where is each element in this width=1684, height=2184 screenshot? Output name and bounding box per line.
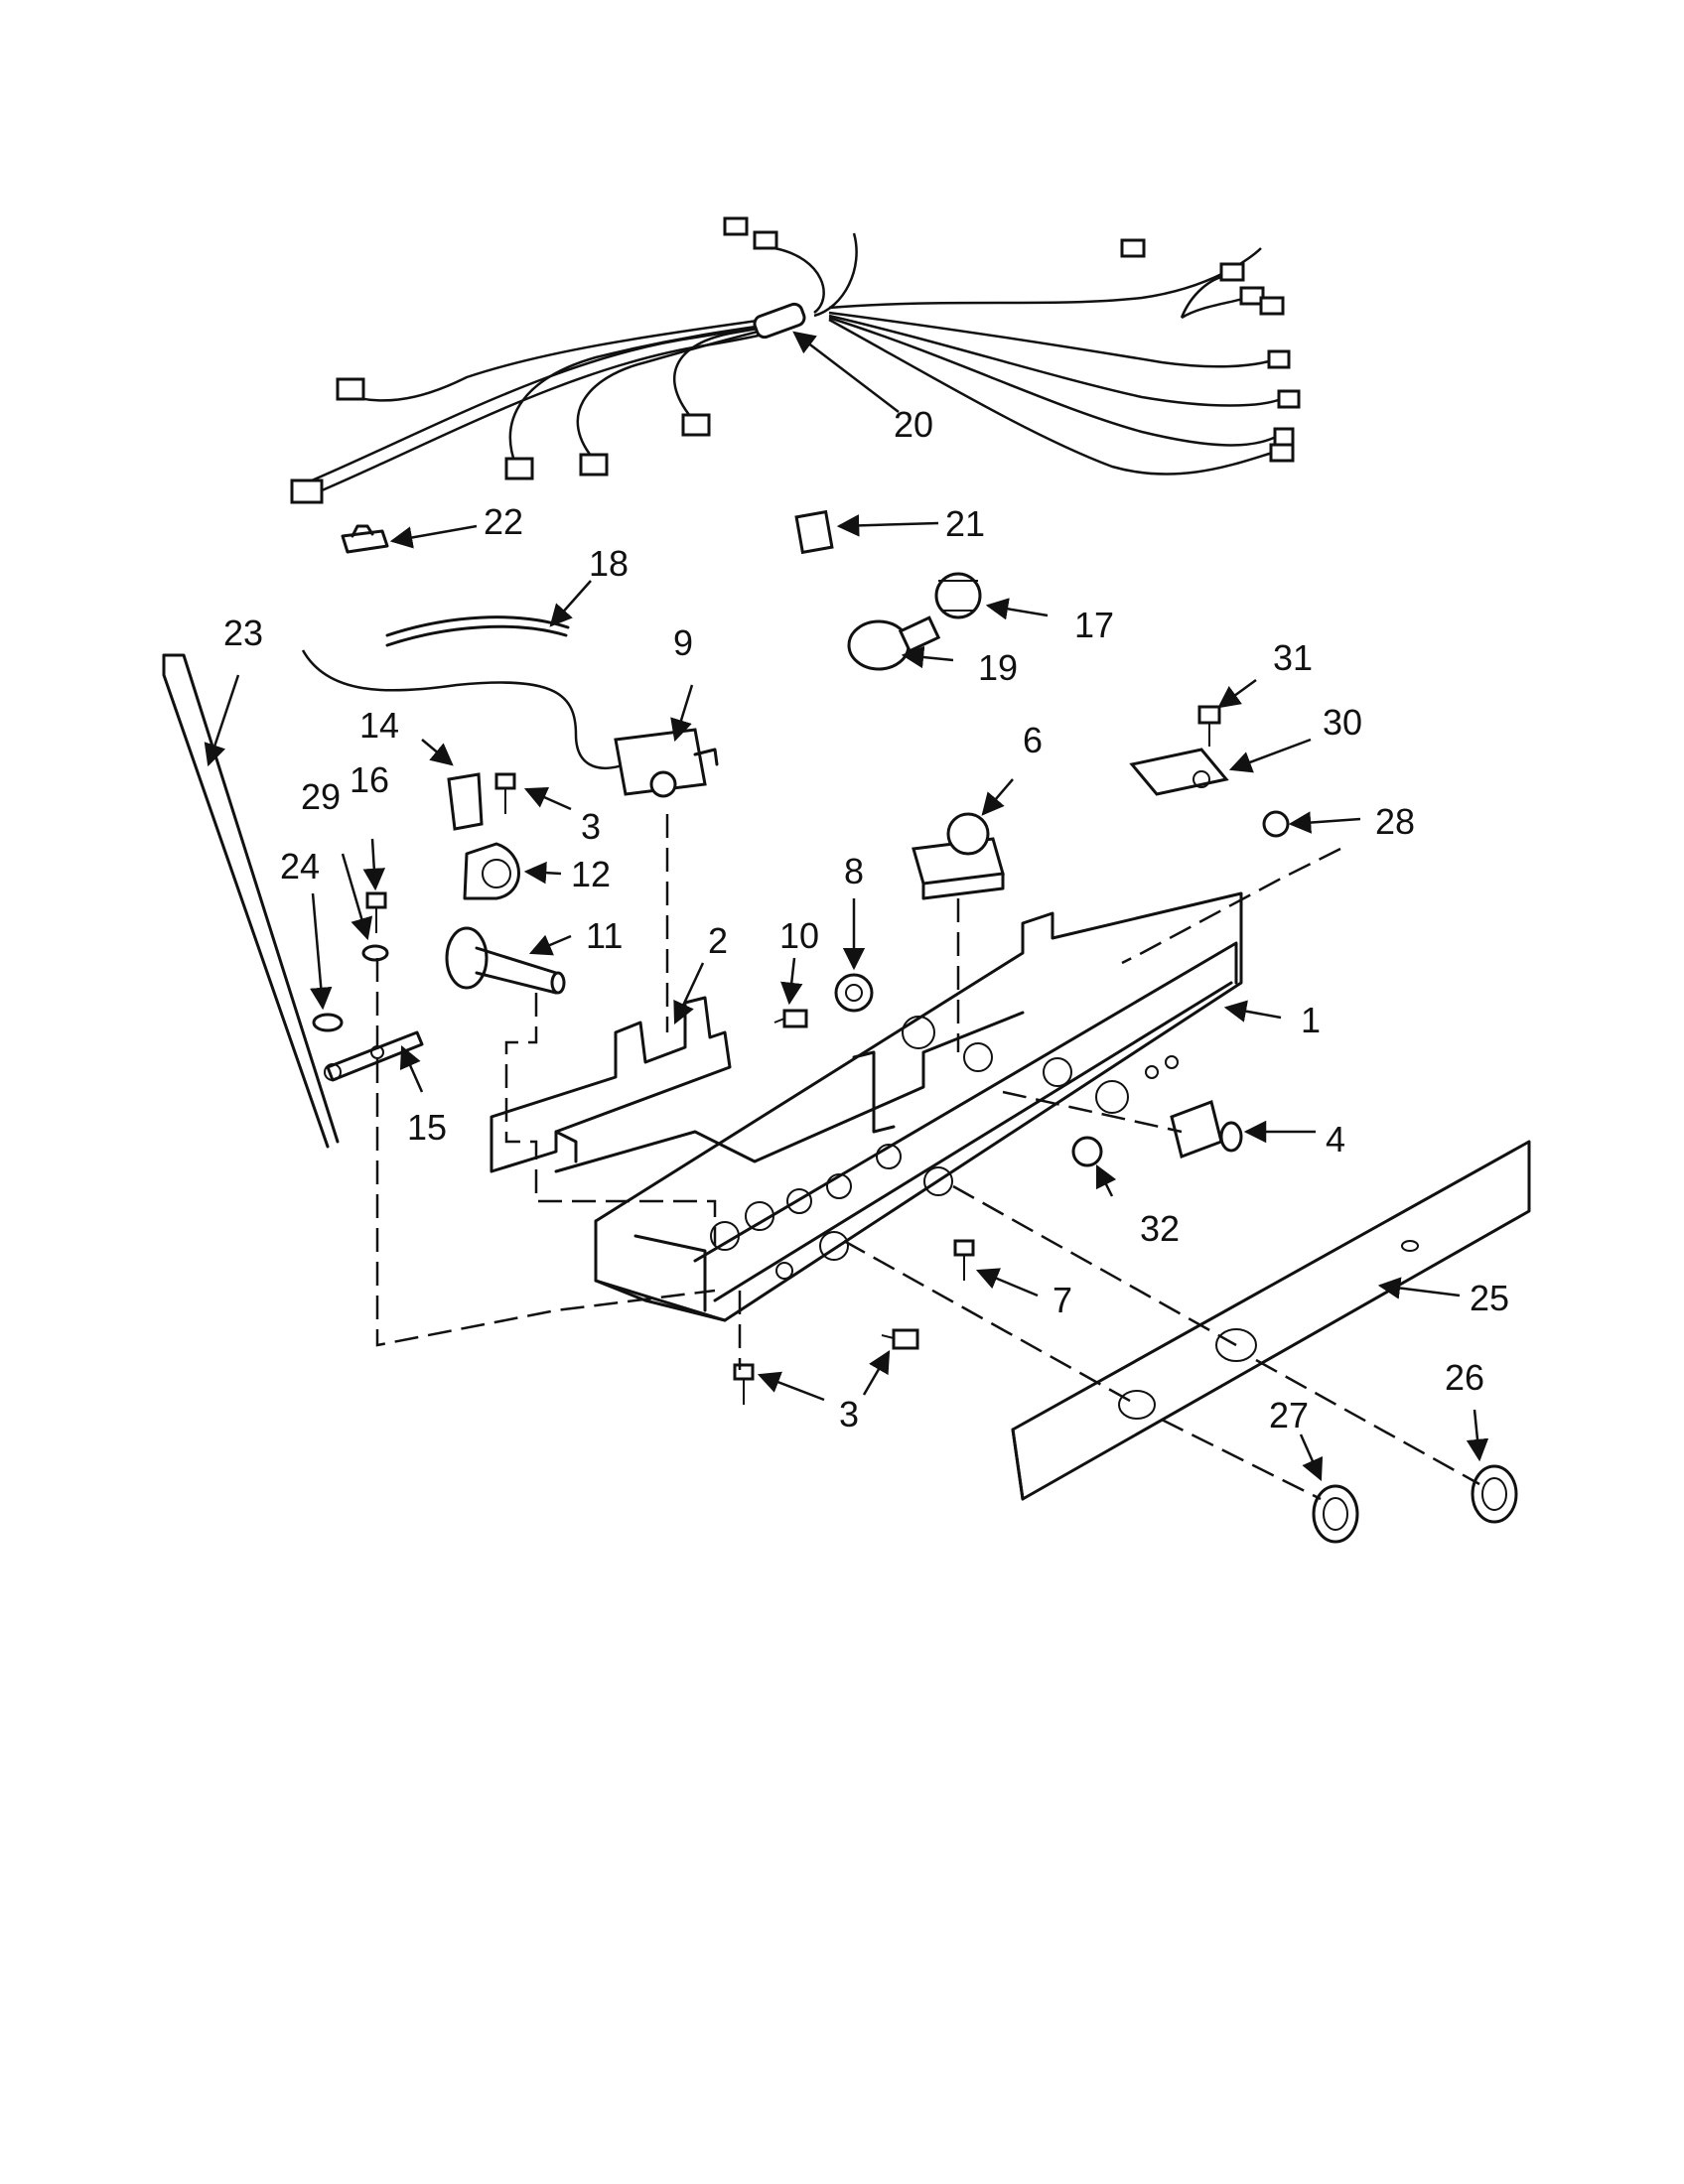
callout-16: 16 — [350, 759, 389, 800]
callout-2: 2 — [708, 920, 728, 961]
callout-20: 20 — [894, 404, 933, 445]
callout-21: 21 — [945, 503, 985, 544]
callout-24: 24 — [280, 846, 320, 887]
screw-7 — [953, 1239, 975, 1281]
washer-24 — [312, 1013, 344, 1032]
thermostat-9 — [301, 649, 719, 798]
callout-32: 32 — [1140, 1208, 1180, 1249]
callout-9: 9 — [673, 622, 693, 663]
leader-arrows — [204, 331, 1489, 1482]
panel-25 — [1011, 1140, 1531, 1501]
switch-30 — [1129, 748, 1229, 796]
bracket-12 — [463, 842, 520, 900]
screw-16 — [365, 891, 387, 933]
callout-18: 18 — [589, 543, 629, 584]
callout-8: 8 — [844, 851, 864, 891]
callout-29: 29 — [301, 776, 341, 817]
callout-23: 23 — [223, 613, 263, 653]
button-32 — [1071, 1136, 1103, 1167]
wire-harness — [290, 216, 1301, 504]
callout-19: 19 — [978, 647, 1018, 688]
timer-6 — [912, 812, 1005, 900]
knob-26 — [1471, 1464, 1518, 1524]
screw-3-upper — [494, 772, 516, 814]
callout-22: 22 — [484, 501, 523, 542]
callout-11: 11 — [586, 915, 623, 956]
callout-14: 14 — [359, 705, 399, 746]
callout-labels: 20 22 21 18 17 19 9 23 14 3 12 11 29 16 … — [223, 404, 1509, 1435]
assembly-lines — [375, 814, 1480, 1501]
socket-17 — [934, 572, 982, 619]
callout-7: 7 — [1052, 1280, 1072, 1320]
callout-30: 30 — [1323, 702, 1362, 743]
screw-31 — [1197, 705, 1221, 747]
clip-14 — [447, 772, 484, 831]
screw-10 — [773, 1009, 808, 1028]
switch-4 — [1170, 1100, 1243, 1159]
screw-3-lower-a — [881, 1328, 919, 1350]
plug-8 — [834, 973, 874, 1013]
bracket-2 — [490, 996, 732, 1173]
callout-27: 27 — [1269, 1395, 1309, 1435]
callout-1: 1 — [1301, 1000, 1321, 1040]
screw-3-lower-b — [733, 1363, 755, 1405]
callout-10: 10 — [779, 915, 819, 956]
callout-17: 17 — [1074, 605, 1114, 645]
callout-6: 6 — [1023, 720, 1043, 760]
clip-28 — [1262, 810, 1290, 838]
clip-22 — [341, 524, 389, 554]
tube-18 — [385, 615, 570, 647]
callout-3b: 3 — [839, 1394, 859, 1434]
callout-26: 26 — [1445, 1357, 1484, 1398]
cover-21 — [794, 509, 834, 555]
callout-3a: 3 — [581, 806, 601, 847]
washer-29 — [361, 944, 389, 962]
callout-25: 25 — [1470, 1278, 1509, 1318]
housing-1 — [554, 891, 1243, 1322]
callout-31: 31 — [1273, 637, 1313, 678]
knob-27 — [1312, 1484, 1359, 1544]
rod-23 — [162, 653, 340, 1149]
knob-shaft-11 — [445, 926, 566, 995]
bulb-19 — [847, 615, 941, 671]
callout-28: 28 — [1375, 801, 1415, 842]
callout-4: 4 — [1326, 1119, 1345, 1160]
callout-12: 12 — [571, 854, 611, 894]
callout-15: 15 — [407, 1107, 447, 1148]
